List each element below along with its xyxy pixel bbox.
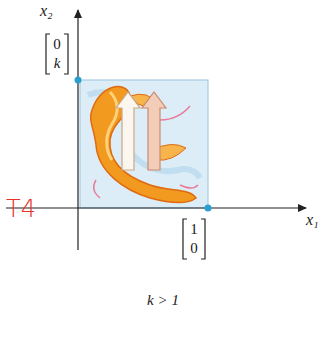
point-dot	[205, 205, 212, 212]
matrix-bracket	[183, 219, 205, 259]
matrix-bracket	[46, 34, 68, 74]
axis-label: x₁	[306, 211, 319, 229]
fish-picture	[80, 80, 208, 208]
matrix-entry: 1	[190, 221, 198, 238]
point-dot	[75, 77, 82, 84]
axis-label: x₂	[40, 2, 53, 20]
matrix-entry: k	[54, 55, 61, 72]
handwritten-note: T4	[6, 196, 36, 222]
matrix-entry: 0	[53, 36, 61, 53]
x2-axis	[77, 10, 78, 250]
caption: k > 1	[147, 292, 179, 309]
matrix-entry: 0	[190, 240, 198, 257]
x1-axis	[6, 207, 306, 208]
